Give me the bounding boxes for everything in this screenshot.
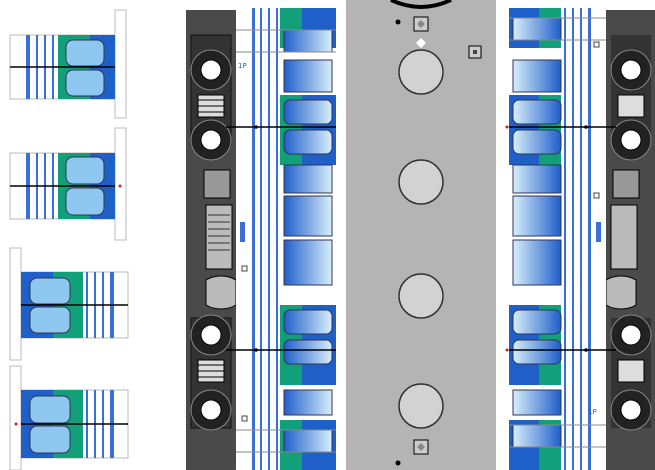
left-bodyside xyxy=(226,8,340,470)
tank-icon xyxy=(205,275,237,310)
main-model-svg: 1P xyxy=(186,0,655,470)
right-bodyside xyxy=(505,8,616,470)
bogie-icon xyxy=(190,314,232,431)
end-panels-svg xyxy=(9,9,129,470)
box-icon xyxy=(205,204,233,270)
bogie-icon xyxy=(610,314,652,431)
box-icon xyxy=(612,169,640,199)
roof-vent-icon xyxy=(398,383,444,429)
roof-vent-icon xyxy=(398,159,444,205)
end-panel-1 xyxy=(9,9,127,119)
main-model: 1P xyxy=(186,0,655,470)
roof-vent-icon xyxy=(398,273,444,319)
tank-icon xyxy=(605,275,637,310)
end-panel-4 xyxy=(9,365,129,470)
left-side-number: 1P xyxy=(238,62,247,70)
right-side-number: 1P xyxy=(588,408,597,416)
end-panel-group xyxy=(0,0,135,470)
bogie-icon xyxy=(190,34,232,161)
bogie-icon xyxy=(610,35,652,161)
end-panel-3 xyxy=(9,247,129,361)
roof-vent-icon xyxy=(398,49,444,95)
box-icon xyxy=(610,204,638,270)
box-icon xyxy=(203,169,231,199)
end-panel-2 xyxy=(9,127,127,241)
roof xyxy=(336,0,509,470)
